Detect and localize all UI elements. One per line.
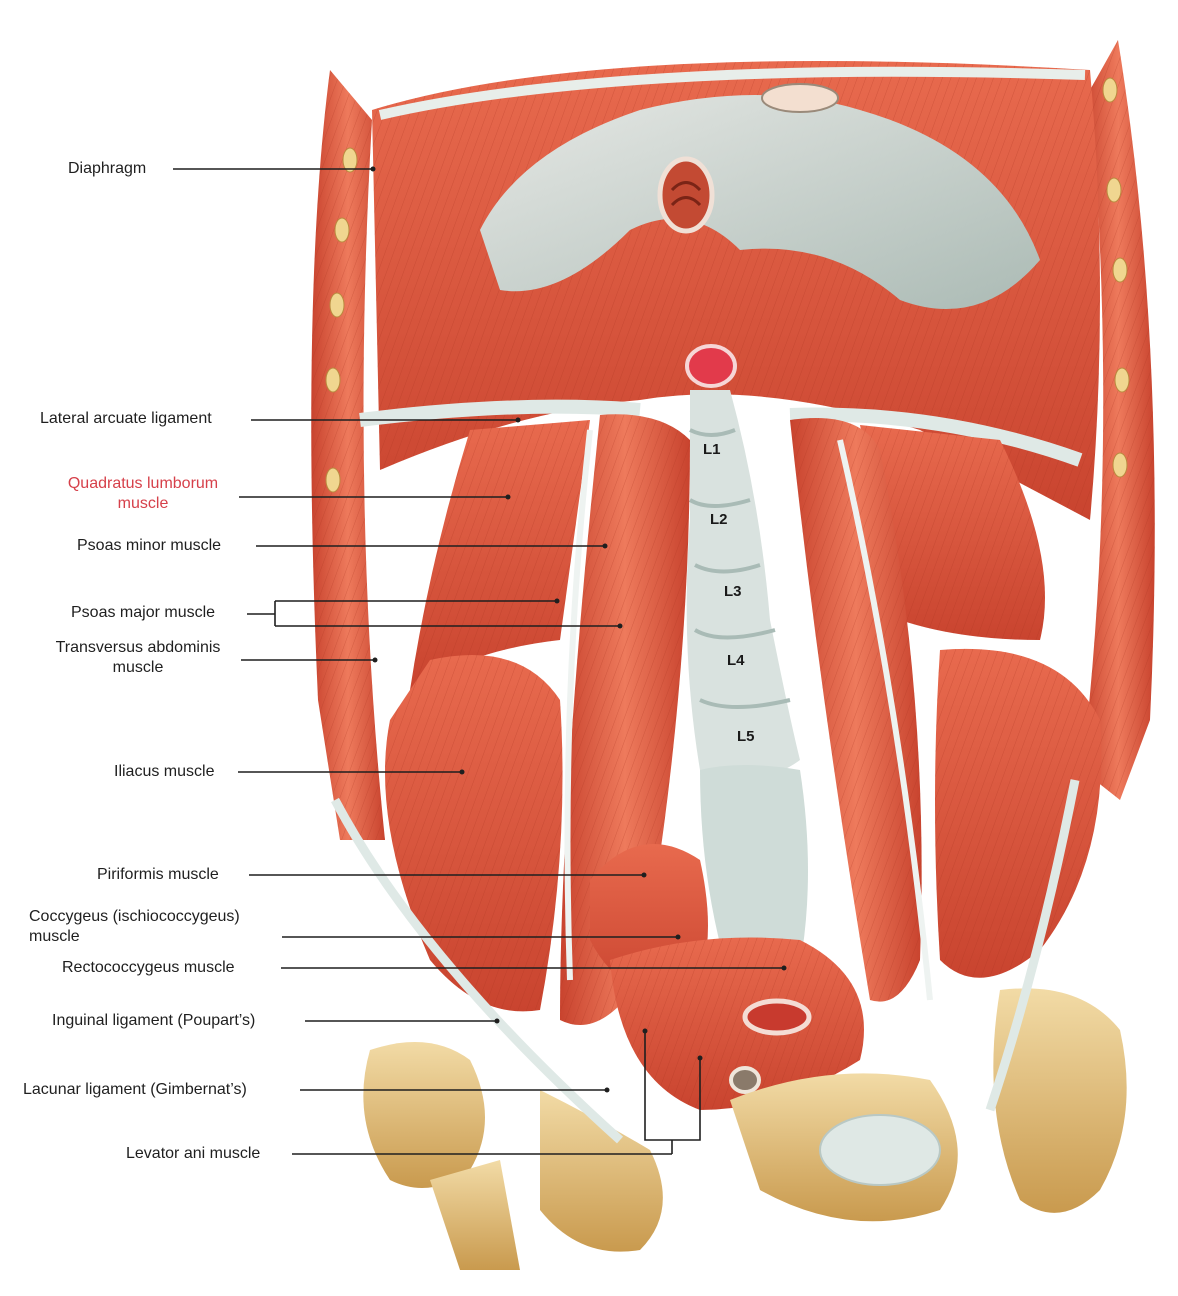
psoas-left-shape [560, 414, 690, 1025]
vertebra-l2-label: L2 [710, 511, 728, 528]
quadratus-lumborum-label: Quadratus lumborum muscle [48, 474, 238, 514]
transversus-label-line2: muscle [112, 659, 164, 676]
quadratus-lumborum-label-line2: muscle [117, 495, 169, 512]
levator-ani-label: Levator ani muscle [126, 1145, 261, 1162]
coccygeus-label: Coccygeus (ischiococcygeus) muscle [29, 907, 240, 947]
quadratus-lumborum-shape [410, 420, 1045, 690]
psoas-major-label: Psoas major muscle [71, 604, 216, 621]
inguinal-ligament-label: Inguinal ligament (Poupart’s) [52, 1012, 256, 1029]
pelvic-floor-shape [590, 844, 864, 1110]
inguinal-ligament-shape [331, 779, 1080, 1144]
iliacus-label: Iliacus muscle [114, 763, 215, 780]
diaphragm-label: Diaphragm [68, 160, 147, 177]
lacunar-ligament-label: Lacunar ligament (Gimbernat’s) [23, 1081, 247, 1098]
coccygeus-label-line2: muscle [29, 928, 80, 945]
transversus-label-line1: Transversus abdominis [55, 639, 221, 656]
psoas-minor-label: Psoas minor muscle [77, 537, 222, 554]
lateral-arcuate-ligament-label: Lateral arcuate ligament [40, 410, 212, 427]
vertebra-l5-label: L5 [737, 728, 755, 745]
vertebra-l1-label: L1 [703, 441, 721, 458]
arcuate-ligament-shape [359, 399, 1083, 467]
rectococcygeus-label: Rectococcygeus muscle [62, 959, 235, 976]
pelvic-bones [363, 988, 1127, 1270]
psoas-right-shape [790, 418, 933, 1002]
vertebra-l3-label: L3 [724, 583, 742, 600]
leader-lines [173, 168, 784, 1155]
iliacus-shape [385, 648, 1102, 1012]
piriformis-label: Piriformis muscle [97, 866, 219, 883]
vertebra-l4-label: L4 [727, 652, 745, 669]
leader-dots [370, 166, 787, 1093]
abdominal-wall [311, 40, 1155, 840]
quadratus-lumborum-label-line1: Quadratus lumborum [67, 475, 219, 492]
coccygeus-label-line1: Coccygeus (ischiococcygeus) [29, 908, 240, 925]
transversus-abdominis-label: Transversus abdominis muscle [38, 638, 238, 678]
